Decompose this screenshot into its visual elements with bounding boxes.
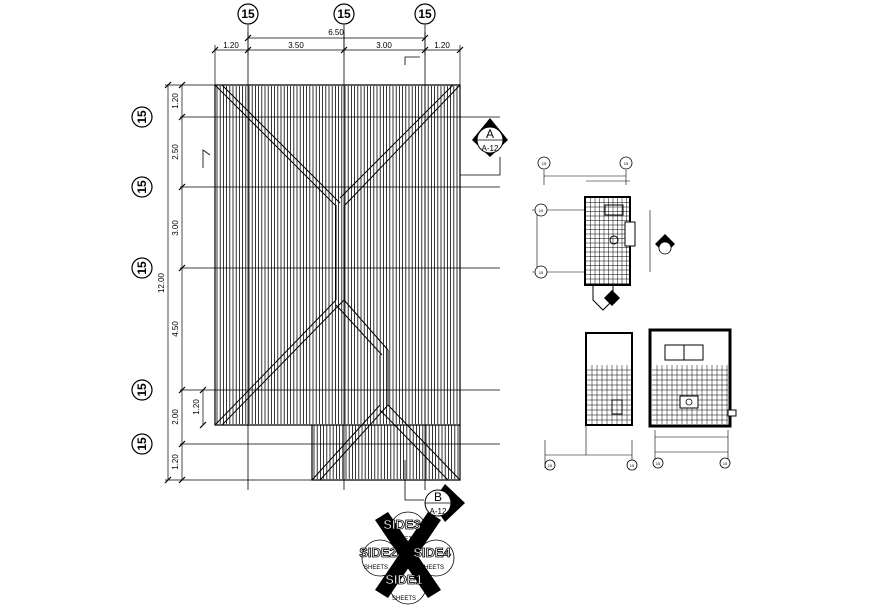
bath-floor-tiles <box>586 198 629 284</box>
detail-bath-plan: 15 15 15 15 <box>532 156 675 311</box>
sheet-label-4: SHEETS <box>420 565 444 571</box>
elev-left-label-1: 15 <box>548 463 553 468</box>
detail-elevation-left: 15 15 <box>544 332 638 471</box>
grid-bubble-top-3: 15 <box>414 3 436 25</box>
grid-label-left-1: 15 <box>135 110 149 124</box>
elev-right-label-1: 15 <box>656 461 661 466</box>
elev-right-bubble-2: 15 <box>719 457 731 469</box>
elev-right-label-2: 15 <box>723 461 728 466</box>
grid-bubble-left-5: 15 <box>131 433 153 455</box>
section-marker-b: B A-12 <box>404 460 465 522</box>
grid-label-top-3: 15 <box>418 7 432 21</box>
bath-grid-bubble-left-1: 15 <box>534 203 548 217</box>
sheet-label-1: SHEETS <box>392 596 416 602</box>
section-b-letter: B <box>434 490 442 504</box>
dim-top-seg-2: 3.50 <box>288 41 304 50</box>
dim-top-seg-1: 1.20 <box>223 41 239 50</box>
elev-left-bubble-1: 15 <box>544 459 556 471</box>
flag-marks <box>202 56 420 168</box>
elevation-right-tiles <box>652 365 728 424</box>
sheet-label-2: SHEETS <box>364 565 388 571</box>
dim-top-seg-4: 1.20 <box>434 41 450 50</box>
section-marker-a: A A-12 <box>460 118 508 176</box>
grid-bubble-left-4: 15 <box>131 379 153 401</box>
grid-bubble-left-2: 15 <box>131 176 153 198</box>
dim-left-seg-4: 4.50 <box>171 321 180 337</box>
dim-top-total: 6.50 <box>328 28 344 37</box>
dim-left-seg-3: 3.00 <box>171 220 180 236</box>
elev-right-bubble-1: 15 <box>652 457 664 469</box>
grid-bubble-left-1: 15 <box>131 106 153 128</box>
bath-grid-bubble-left-2: 15 <box>534 265 548 279</box>
bath-grid-label-top-1: 15 <box>542 161 547 166</box>
grid-label-top-2: 15 <box>337 7 351 21</box>
grid-bubble-left-3: 15 <box>131 257 153 279</box>
dim-left-seg-5: 2.00 <box>171 409 180 425</box>
bath-grid-label-left-2: 15 <box>539 270 544 275</box>
elev-left-label-2: 15 <box>630 463 635 468</box>
roof-ridges <box>214 84 461 481</box>
side3-label: SIDE3 <box>383 517 421 532</box>
top-dimension-ticks <box>211 34 464 54</box>
side-view-key: SIDE3 SIDE2 SIDE4 SIDE1 SHEETS SHEETS SH… <box>359 511 455 605</box>
left-dimensions <box>165 84 312 481</box>
grid-label-left-3: 15 <box>135 261 149 275</box>
grid-bubble-top-1: 15 <box>237 3 259 25</box>
left-dimension-ticks <box>164 81 207 484</box>
section-b-sheet: A-12 <box>430 507 447 516</box>
section-a-sheet: A-12 <box>482 144 499 153</box>
grid-label-left-2: 15 <box>135 180 149 194</box>
side4-label: SIDE4 <box>413 545 451 560</box>
dim-left-seg-2: 2.50 <box>171 144 180 160</box>
grid-label-top-1: 15 <box>241 7 255 21</box>
top-dimensions <box>214 32 461 85</box>
bath-grid-label-left-1: 15 <box>539 208 544 213</box>
bath-grid-label-top-2: 15 <box>624 161 629 166</box>
grid-label-left-5: 15 <box>135 437 149 451</box>
grid-bubble-top-2: 15 <box>333 3 355 25</box>
bath-grid-bubble-top-1: 15 <box>537 156 551 170</box>
grid-label-left-4: 15 <box>135 383 149 397</box>
dim-left-inner: 1.20 <box>192 399 201 415</box>
bath-grid-bubble-top-2: 15 <box>619 156 633 170</box>
dim-left-seg-6: 1.20 <box>171 454 180 470</box>
elev-left-bubble-2: 15 <box>626 459 638 471</box>
dim-left-total: 12.00 <box>157 272 166 293</box>
roof-outline <box>214 84 461 481</box>
roof-hatch-main <box>216 86 459 479</box>
dim-top-seg-3: 3.00 <box>376 41 392 50</box>
grid-axes <box>180 25 500 490</box>
detail-elevation-right: 15 15 <box>648 328 737 469</box>
section-a-letter: A <box>486 127 494 141</box>
dim-left-seg-1: 1.20 <box>171 93 180 109</box>
sheet-label-3: SHEETS <box>392 537 416 543</box>
side1-label: SIDE1 <box>385 572 423 587</box>
side2-label: SIDE2 <box>359 545 397 560</box>
